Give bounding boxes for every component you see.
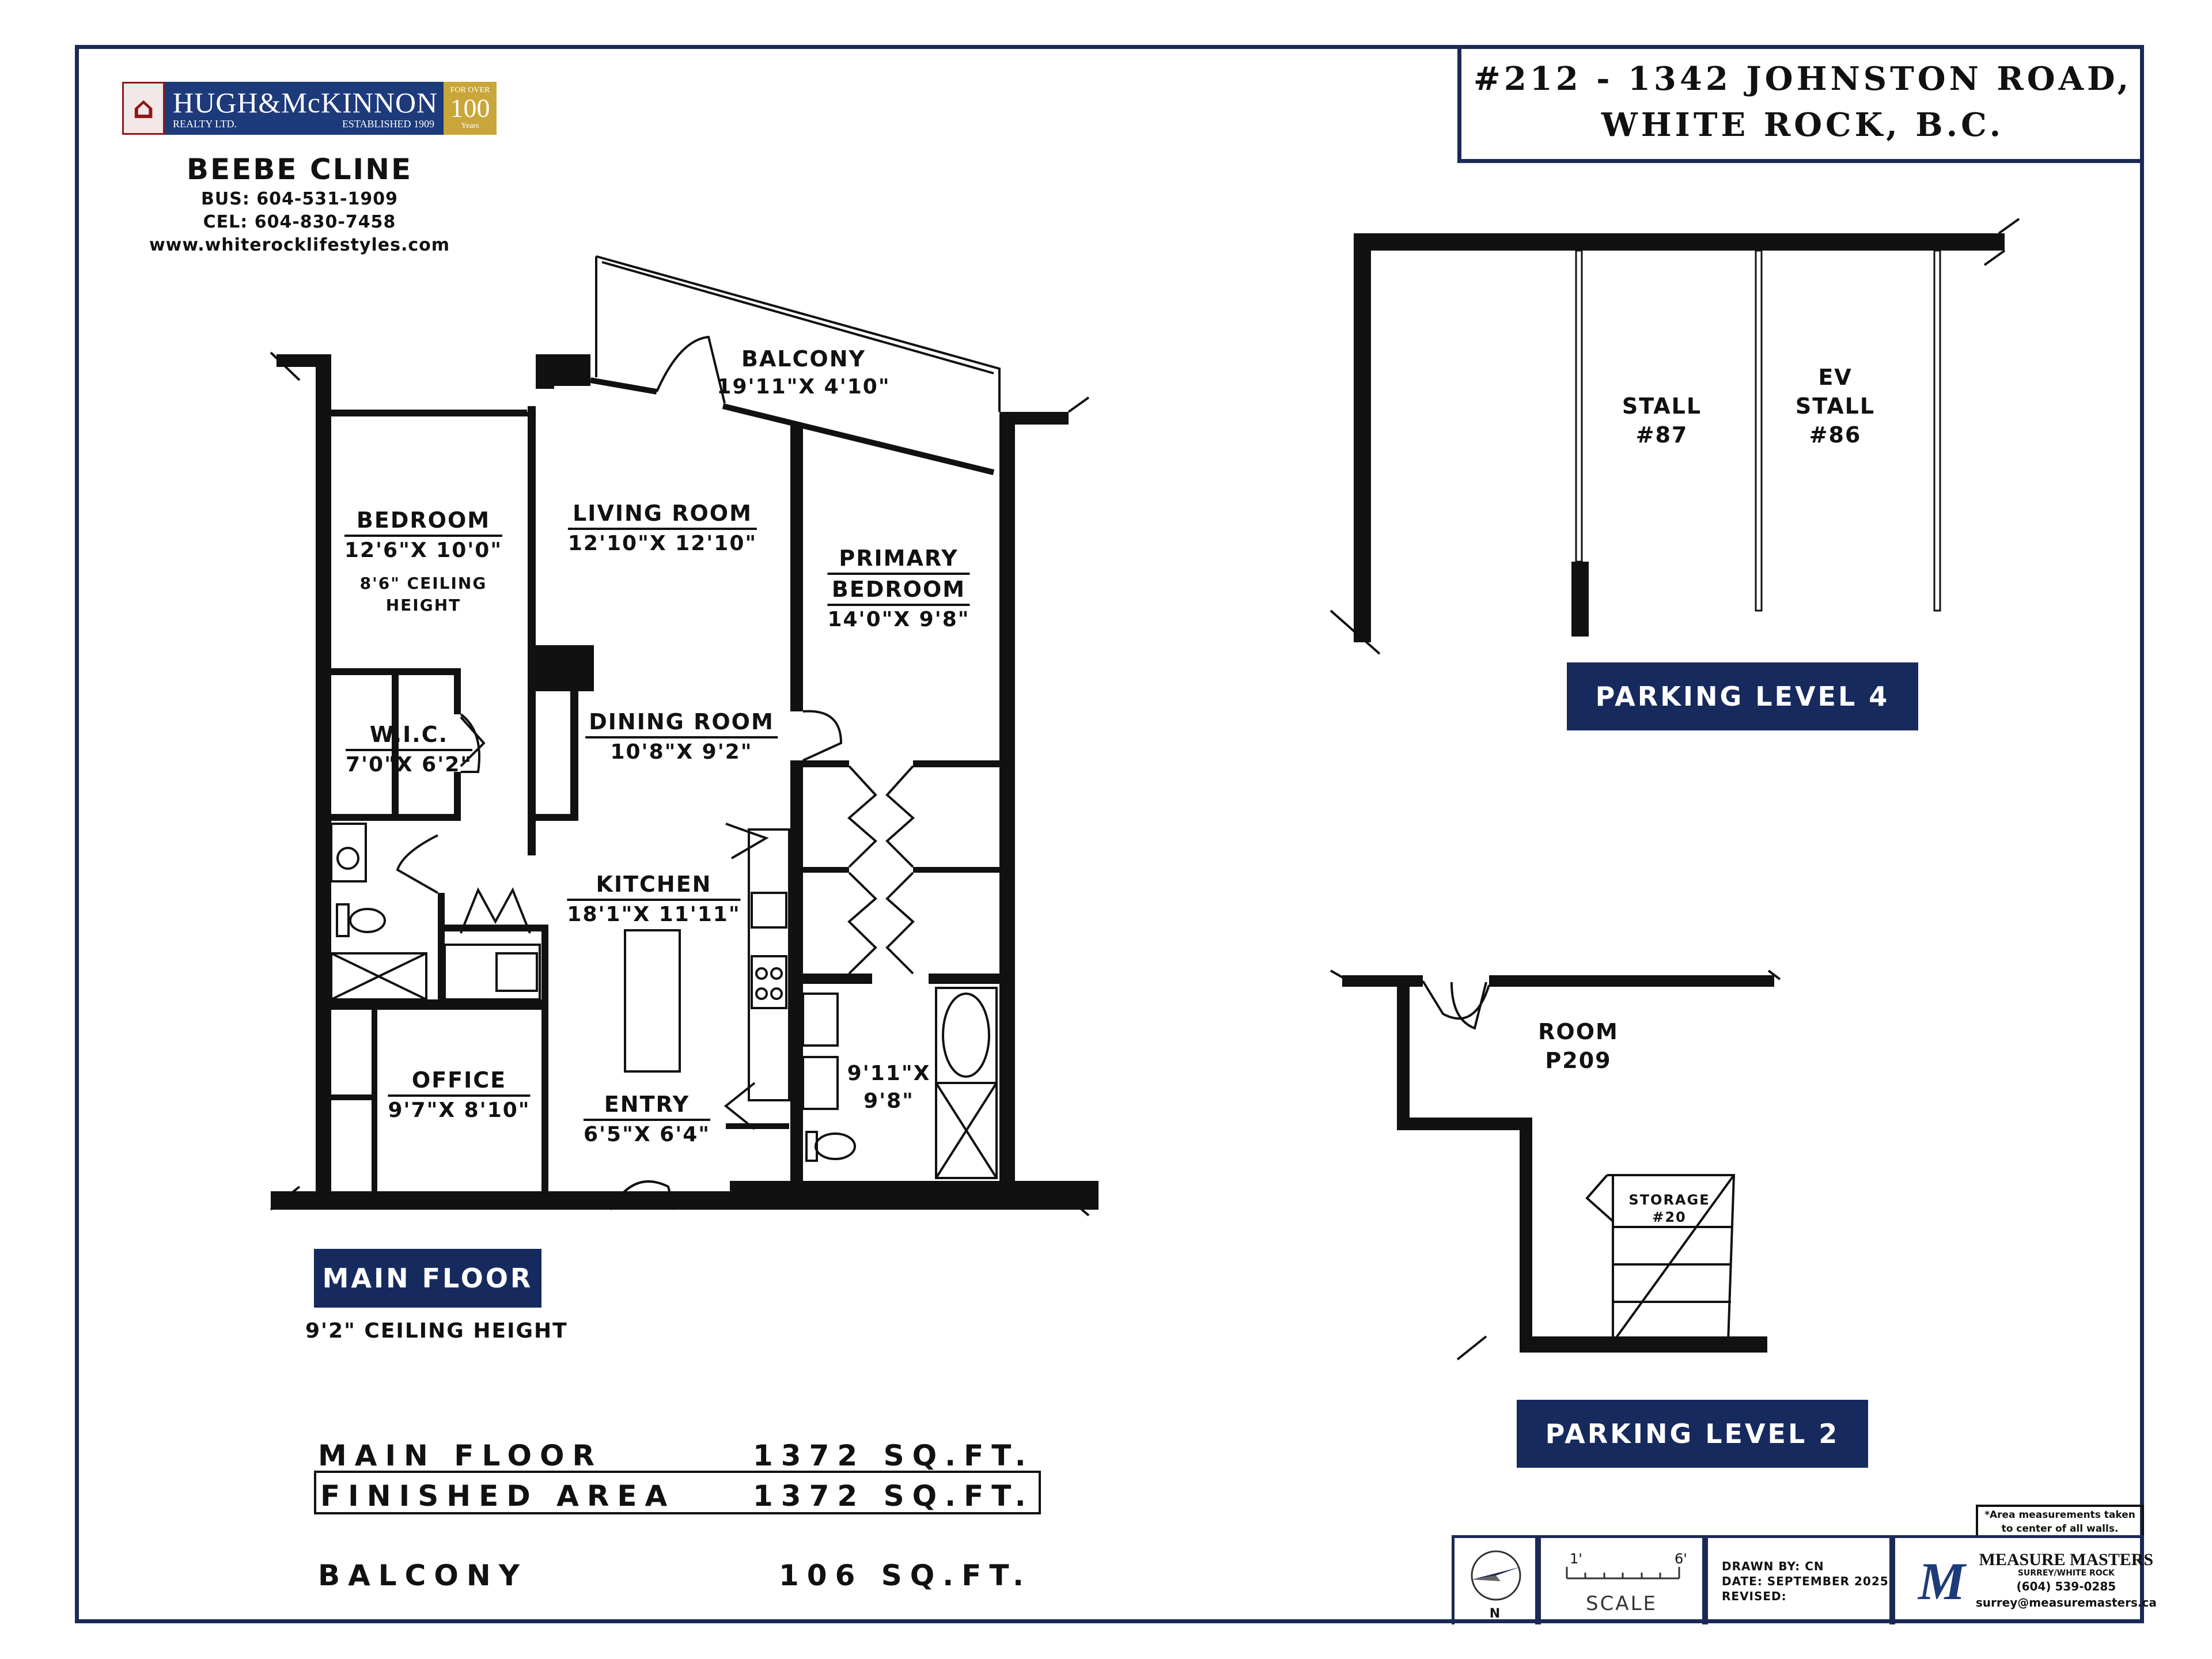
scale-cell: 1' 6' SCALE <box>1538 1535 1705 1624</box>
finished-area-box <box>314 1471 1041 1514</box>
parking-level-2-badge: PARKING LEVEL 2 <box>1517 1400 1868 1468</box>
revised: REVISED: <box>1722 1589 1787 1603</box>
room-label-living-room: LIVING ROOM 12'10"X 12'10" <box>567 499 757 558</box>
stall-87-label: STALL #87 <box>1622 393 1702 448</box>
agent-bus-phone: BUS: 604-531-1909 <box>201 189 398 209</box>
fixtures <box>330 823 998 1179</box>
sheet-frame <box>75 45 2144 1623</box>
agent-website: www.whiterocklifestyles.com <box>149 235 450 255</box>
measure-masters-phone: (604) 539-0285 <box>2016 1580 2116 1593</box>
north-label: N <box>1489 1607 1501 1621</box>
drawn-date: DATE: SEPTEMBER 2025 <box>1722 1574 1889 1588</box>
address-line-1: #212 - 1342 JOHNSTON ROAD, <box>1473 60 2133 98</box>
drawn-by-cell: DRAWN BY: CN DATE: SEPTEMBER 2025 REVISE… <box>1705 1535 1892 1624</box>
drawn-by: DRAWN BY: CN <box>1722 1559 1824 1573</box>
measure-masters-logo: M <box>1918 1552 1965 1611</box>
agent-contact: BEEBE CLINE BUS: 604-531-1909 CEL: 604-8… <box>138 151 461 257</box>
address-title-box: #212 - 1342 JOHNSTON ROAD, WHITE ROCK, B… <box>1457 45 2144 163</box>
parking-level-2-drawing <box>1330 969 1781 1361</box>
balcony-area-label: BALCONY <box>318 1559 528 1592</box>
parking-level-4-badge: PARKING LEVEL 4 <box>1567 662 1918 730</box>
storage-20-label: STORAGE #20 <box>1628 1192 1710 1225</box>
agent-name: BEEBE CLINE <box>186 153 413 186</box>
measure-masters-email: surrey@measuremasters.ca <box>1975 1596 2157 1609</box>
years-badge: FOR OVER 100 Years <box>444 82 497 135</box>
main-floor-walls <box>271 354 1099 1210</box>
agent-cel-phone: CEL: 604-830-7458 <box>203 212 396 232</box>
door-swings <box>396 335 1487 1210</box>
room-label-balcony: BALCONY 19'11"X 4'10" <box>717 346 891 399</box>
ev-stall-86-label: EV STALL #86 <box>1795 365 1876 448</box>
finished-area-value: 1372 SQ.FT. <box>753 1479 1034 1513</box>
main-floor-badge: MAIN FLOOR <box>314 1249 541 1308</box>
room-label-primary-bedroom: PRIMARY BEDROOM 14'0"X 9'8" <box>827 546 970 631</box>
address-line-2: WHITE ROCK, B.C. <box>1601 106 2005 144</box>
room-label-office: OFFICE 9'7"X 8'10" <box>388 1066 531 1124</box>
main-floor-area-label: MAIN FLOOR <box>318 1439 603 1472</box>
brokerage-sub-right: ESTABLISHED 1909 <box>342 118 434 130</box>
room-label-entry: ENTRY 6'5"X 6'4" <box>583 1090 711 1149</box>
balcony-outline <box>331 255 1001 475</box>
scale-label: SCALE <box>1585 1592 1657 1615</box>
brokerage-name: HUGH&McKINNON <box>173 86 438 119</box>
finished-area-label: FINISHED AREA <box>320 1479 676 1513</box>
measure-masters-location: SURREY/WHITE ROCK <box>2017 1569 2115 1578</box>
main-floor-area-value: 1372 SQ.FT. <box>753 1439 1034 1472</box>
parking-level-4-drawing <box>1330 218 2020 655</box>
room-label-wic: W.I.C. 7'0"X 6'2" <box>345 720 473 779</box>
room-p209-label: ROOM P209 <box>1538 1019 1619 1073</box>
room-label-ensuite: 9'11"X 9'8" <box>847 1062 931 1113</box>
brokerage-logo: ⌂ HUGH&McKINNON REALTY LTD. ESTABLISHED … <box>122 82 497 135</box>
main-floor-area-row: MAIN FLOOR 1372 SQ.FT. <box>318 1439 1026 1472</box>
north-arrow-cell: N <box>1452 1535 1538 1624</box>
finished-area-row: FINISHED AREA 1372 SQ.FT. <box>320 1479 1026 1513</box>
room-label-dining-room: DINING ROOM 10'8"X 9'2" <box>585 707 778 766</box>
area-disclaimer: *Area measurements taken to center of al… <box>1976 1505 2144 1538</box>
measure-masters-name: MEASURE MASTERS <box>1979 1550 2154 1569</box>
main-floor-ceiling-note: 9'2" CEILING HEIGHT <box>305 1319 568 1343</box>
brokerage-sub-left: REALTY LTD. <box>173 118 237 130</box>
room-label-kitchen: KITCHEN 18'1"X 11'11" <box>567 870 741 929</box>
scale-bar-icon <box>1566 1567 1680 1580</box>
room-label-bedroom: BEDROOM 12'6"X 10'0" 8'6" CEILING HEIGHT <box>344 506 503 616</box>
balcony-area-row: BALCONY 106 SQ.FT. <box>318 1559 1024 1592</box>
wall-break-marks <box>270 351 1090 1217</box>
title-block-legend: N 1' 6' SCALE DRAWN BY: CN DATE: SEPTEMB… <box>1452 1535 2157 1624</box>
building-icon: ⌂ <box>122 82 165 135</box>
measure-masters-cell: M MEASURE MASTERS SURREY/WHITE ROCK (604… <box>1892 1535 2157 1624</box>
compass-icon <box>1471 1550 1521 1601</box>
balcony-area-value: 106 SQ.FT. <box>779 1559 1032 1592</box>
